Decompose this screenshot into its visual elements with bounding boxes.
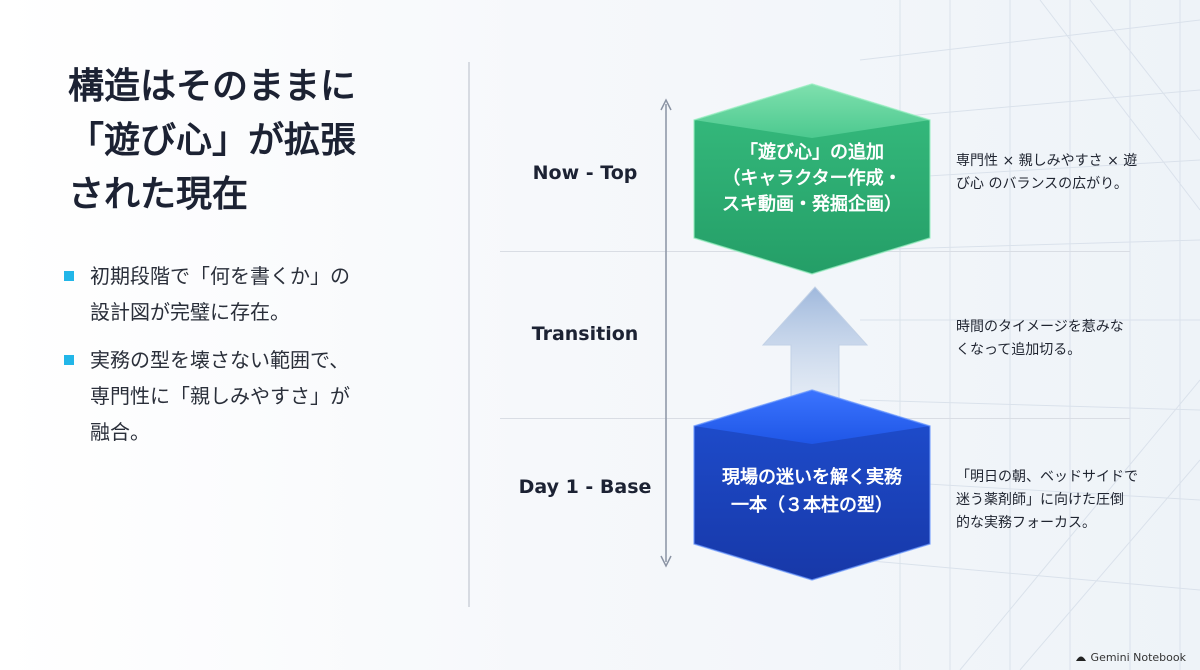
description-now-top: 専門性 × 親しみやすさ × 遊 び心 のバランスの広がり。 <box>956 150 1186 196</box>
base-block-line: 一本（３本柱の型） <box>731 495 893 516</box>
bullet-line: 実務の型を壊さない範囲で、 <box>90 348 350 372</box>
page-title: 構造はそのままに 「遊び心」が拡張 された現在 <box>68 60 428 222</box>
bullet-list: 初期段階で「何を書くか」の 設計図が完璧に存在。 実務の型を壊さない範囲で、 専… <box>62 258 442 462</box>
top-block-playfulness: 「遊び心」の追加 （キャラクター作成・ スキ動画・発掘企画） <box>682 78 942 278</box>
top-block-line: 「遊び心」の追加 <box>740 142 884 163</box>
timeline-double-arrow-icon <box>660 98 672 568</box>
notebook-logo-icon <box>1075 656 1086 661</box>
bullet-item: 初期段階で「何を書くか」の 設計図が完璧に存在。 <box>62 258 442 330</box>
description-line: 専門性 × 親しみやすさ × 遊 <box>956 153 1138 169</box>
description-line: 「明日の朝、ベッドサイドで <box>956 469 1138 485</box>
stage-label-now-top: Now - Top <box>532 162 638 184</box>
description-line: 迷う薬剤師」に向けた圧倒 <box>956 492 1124 508</box>
description-line: 時間のタイメージを惹みな <box>956 319 1124 335</box>
bullet-line: 専門性に「親しみやすさ」が <box>90 384 350 408</box>
title-line: 「遊び心」が拡張 <box>68 120 357 161</box>
vertical-divider <box>468 62 470 607</box>
stage-label-day1-base: Day 1 - Base <box>518 476 652 498</box>
description-line: くなって追加切る。 <box>956 342 1082 358</box>
blue-cube-shape <box>693 389 931 581</box>
description-line: 的な実務フォーカス。 <box>956 515 1096 531</box>
base-block-line: 現場の迷いを解く実務 <box>722 467 902 488</box>
title-line: 構造はそのままに <box>68 66 357 107</box>
top-block-line: （キャラクター作成・ <box>722 168 902 189</box>
description-day1-base: 「明日の朝、ベッドサイドで 迷う薬剤師」に向けた圧倒 的な実務フォーカス。 <box>956 466 1186 535</box>
description-transition: 時間のタイメージを惹みな くなって追加切る。 <box>956 316 1186 362</box>
bullet-marker-icon <box>64 355 74 365</box>
bullet-marker-icon <box>64 271 74 281</box>
branding: Gemini Notebook <box>1075 651 1186 664</box>
top-block-line: スキ動画・発掘企画） <box>722 194 902 215</box>
branding-label: Gemini Notebook <box>1090 651 1186 664</box>
green-cube-shape <box>693 83 931 275</box>
bullet-line: 設計図が完璧に存在。 <box>90 300 290 324</box>
description-line: び心 のバランスの広がり。 <box>956 176 1128 192</box>
bullet-line: 融合。 <box>90 420 150 444</box>
bullet-line: 初期段階で「何を書くか」の <box>90 264 350 288</box>
bullet-item: 実務の型を壊さない範囲で、 専門性に「親しみやすさ」が 融合。 <box>62 342 442 450</box>
stage-label-transition: Transition <box>531 323 639 345</box>
title-line: された現在 <box>68 174 249 215</box>
base-block-core-practice: 現場の迷いを解く実務 一本（３本柱の型） <box>682 384 942 584</box>
